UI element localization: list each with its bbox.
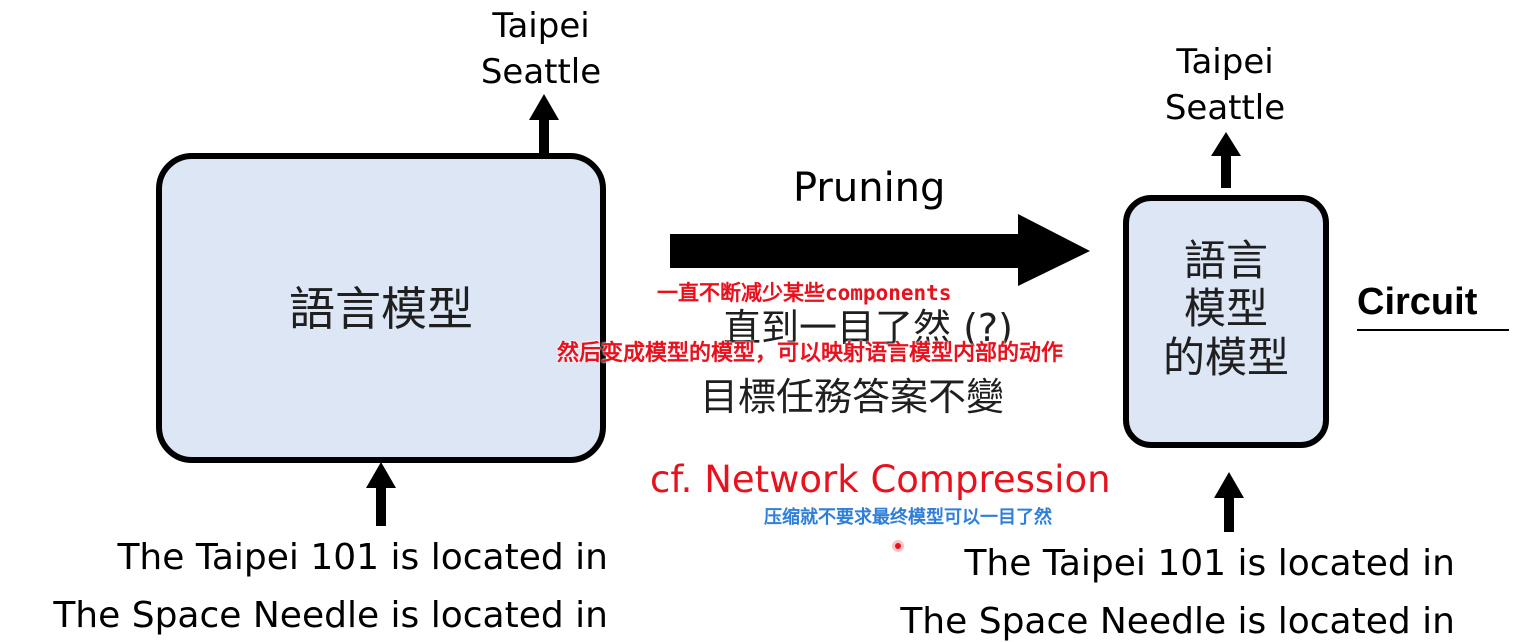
right-model-label: 語言 模型 的模型: [1129, 236, 1323, 382]
annotation-line-1: 一直不断减少某些components: [657, 281, 952, 305]
left-output-taipei: Taipei: [492, 6, 590, 46]
circuit-label: Circuit: [1357, 281, 1478, 323]
left-output-seattle: Seattle: [480, 51, 602, 92]
cursor-dot: [892, 540, 904, 552]
right-model-label-line-2: 模型: [1183, 284, 1268, 334]
right-model-label-line-3: 的模型: [1162, 332, 1289, 382]
center-line-1: 直到一目了然 (?): [723, 306, 1013, 350]
right-output-labels: Taipei Seattle: [1125, 40, 1325, 132]
right-output-taipei: Taipei: [1176, 42, 1274, 82]
left-input-1: The Taipei 101 is located in: [117, 537, 608, 578]
left-model-box: 語言模型: [156, 153, 606, 463]
circuit-underline: [1357, 329, 1509, 331]
center-line-2: 目標任務答案不變: [700, 375, 1005, 419]
pruning-arrow: [670, 214, 1090, 286]
left-output-arrow: [529, 94, 559, 158]
left-output-labels: Taipei Seattle: [441, 4, 641, 96]
right-model-label-line-1: 語言: [1183, 236, 1268, 285]
pruning-label: Pruning: [793, 165, 946, 211]
annotation-line-2: 然后变成模型的模型，可以映射语言模型内部的动作: [557, 341, 1064, 366]
right-input-2: The Space Needle is located in: [900, 601, 1455, 642]
right-input-arrow: [1214, 472, 1244, 532]
annotation-line-3: 压缩就不要求最终模型可以一目了然: [764, 507, 1052, 528]
compression-note: cf. Network Compression: [650, 458, 1111, 501]
left-input-2: The Space Needle is located in: [53, 595, 608, 636]
right-model-box: 語言 模型 的模型: [1123, 195, 1329, 448]
right-output-arrow: [1211, 132, 1241, 188]
left-model-label: 語言模型: [289, 282, 473, 336]
right-input-1: The Taipei 101 is located in: [964, 543, 1455, 584]
right-output-seattle: Seattle: [1164, 87, 1286, 128]
left-input-arrow: [366, 462, 396, 526]
